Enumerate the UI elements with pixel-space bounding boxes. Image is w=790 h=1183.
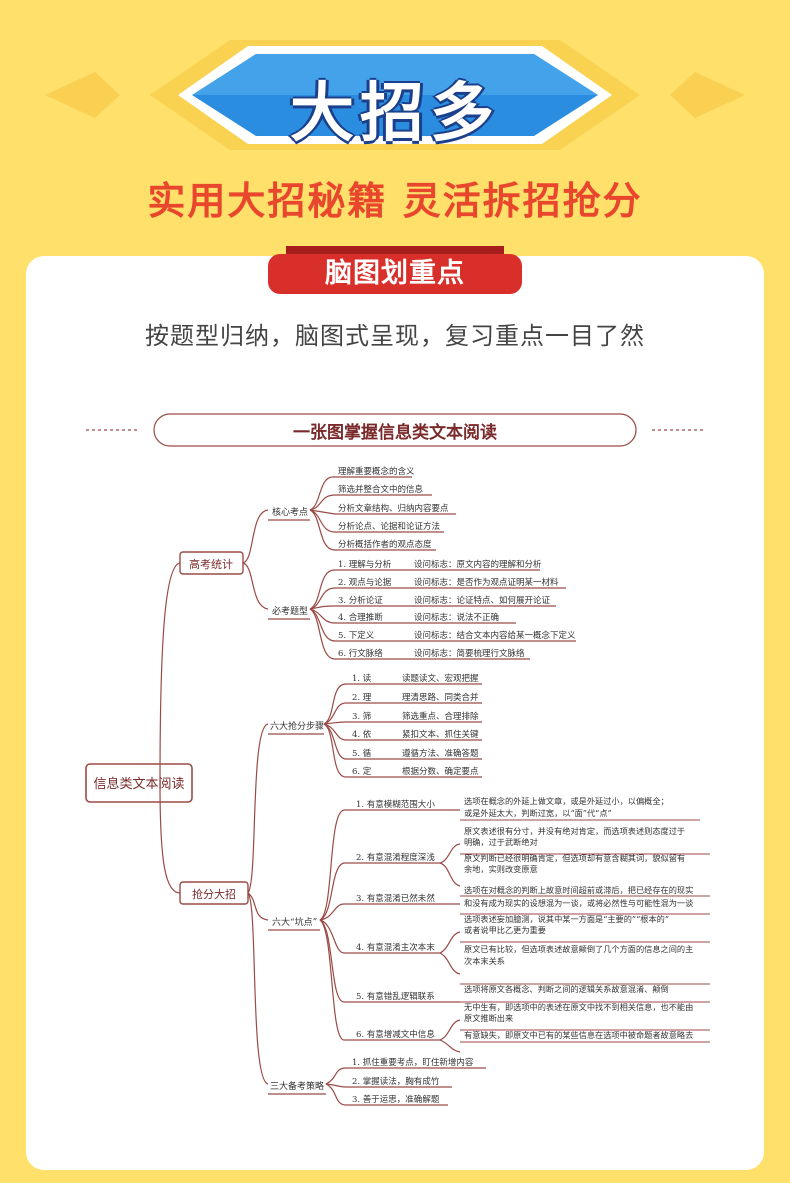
- trap-item-name: 4. 有意混淆主次本末: [356, 942, 435, 953]
- must-label: 必考题型: [272, 605, 308, 617]
- core-item: 分析文章结构、归纳内容要点: [338, 503, 449, 514]
- must-item-name: 2. 观点与论据: [338, 577, 392, 588]
- trap-note: 选项表述妄加臆测，说其中某一方面是“主要的”“根本的”: [464, 914, 669, 924]
- root-to-qiangfen: [159, 783, 181, 894]
- must-item-sign: 设问标志：简要梳理行文脉络: [414, 648, 525, 659]
- trap-note: 次本末关系: [464, 956, 505, 966]
- strategy-item: 1. 抓住重要考点，盯住新增内容: [352, 1057, 474, 1068]
- core-item: 理解重要概念的含义: [338, 466, 415, 477]
- notes-underlines: [460, 819, 710, 1043]
- must-item-name: 4. 合理推断: [338, 612, 383, 623]
- trap-note: 选项在对概念的判断上故意时间超前或滞后，把已经存在的现实: [464, 885, 693, 895]
- must-item-sign: 设问标志：说法不正确: [414, 612, 499, 623]
- trap-note: 明确，过于武断绝对: [464, 837, 538, 847]
- gaokao-box: [179, 551, 244, 575]
- strategy-label: 三大备考策略: [270, 1080, 324, 1092]
- step-item-desc: 筛选重点、合理排除: [402, 711, 479, 722]
- trap-note: 无中生有，即选项中的表述在原文中找不到相关信息，也不能由: [464, 1002, 693, 1012]
- strategy-item: 3. 善于运思，准确解题: [352, 1094, 440, 1105]
- core-item: 分析概括作者的观点态度: [338, 539, 432, 550]
- card-subtitle: 按题型归纳，脑图式呈现，复习重点一目了然: [145, 322, 645, 350]
- step-item-desc: 读题读文、宏观把握: [402, 673, 479, 684]
- step-item-name: 6. 定: [352, 766, 372, 777]
- step-item-desc: 紧扣文本、抓住关键: [402, 729, 479, 740]
- core-item: 分析论点、论据和论证方法: [338, 521, 440, 532]
- branch-qiangfen: 抢分大招: [192, 887, 236, 901]
- steps-connectors: [323, 683, 482, 778]
- trap-note: 有意缺失，即原文中已有的某些信息在选项中被命题者故意略去: [464, 1030, 693, 1040]
- section-tab-shape: [268, 246, 522, 294]
- trap-item-name: 6. 有意增减文中信息: [356, 1029, 435, 1040]
- must-item-name: 5. 下定义: [338, 630, 375, 641]
- mindmap-leaves: 理解重要概念的含义筛选并整合文中的信息分析文章结构、归纳内容要点分析论点、论据和…: [338, 466, 693, 1105]
- trap-item-name: 3. 有意混淆已然未然: [356, 893, 435, 904]
- trap-note: 原文判断已经很明确肯定，但选项却有意含糊其词，貌似留有: [464, 853, 685, 863]
- step-item-name: 1. 读: [352, 673, 372, 684]
- qiangfen-to-traps: [247, 892, 269, 921]
- root-label: 信息类文本阅读: [93, 776, 184, 792]
- trap-note: 和没有成为现实的设想混为一谈，或将必然性与可能性混为一谈: [464, 898, 693, 908]
- step-item-name: 5. 循: [352, 748, 372, 759]
- root-box: [85, 763, 193, 803]
- trap-note: 原文表述很有分寸，并没有绝对肯定，而选项表述则态度过于: [464, 826, 685, 836]
- left-diamond-deco: [45, 72, 120, 118]
- root-to-gaokao: [159, 562, 181, 785]
- slogan: 实用大招秘籍 灵活拆招抢分: [147, 179, 643, 223]
- title-frame: [153, 413, 637, 447]
- hero-title: 大招多: [290, 77, 500, 151]
- section-tab-label: 脑图划重点: [325, 258, 465, 289]
- must-item-name: 3. 分析论证: [338, 595, 383, 606]
- strategy-connectors: [325, 1067, 486, 1106]
- core-item: 筛选并整合文中的信息: [338, 484, 424, 495]
- step-item-desc: 遵循方法、准确答题: [402, 748, 479, 759]
- hero-banner: 大招多: [0, 0, 790, 160]
- step-item-desc: 根据分数、确定要点: [402, 766, 479, 777]
- must-connectors: [309, 569, 576, 660]
- mindmap-title: 一张图掌握信息类文本阅读: [293, 422, 497, 443]
- trap-item-name: 1. 有意模糊范围大小: [356, 799, 435, 810]
- qiangfen-to-strategy: [247, 892, 269, 1085]
- traps-connectors: [319, 809, 461, 1053]
- trap-note: 选项将原文各概念、判断之间的逻辑关系故意混淆、颠倒: [464, 984, 669, 994]
- must-item-sign: 设问标志：论证特点、如何展开论证: [414, 595, 551, 606]
- steps-label: 六大抢分步骤: [270, 720, 324, 732]
- must-item-name: 6. 行文脉络: [338, 648, 383, 659]
- must-item-name: 1. 理解与分析: [338, 559, 392, 570]
- banner-highlight: [192, 54, 598, 95]
- branch-gaokao: 高考统计: [189, 557, 233, 571]
- trap-note: 或者说甲比乙更为重要: [464, 925, 546, 935]
- hero-banner-shape: [45, 40, 745, 150]
- mindmap-connectors: [85, 413, 710, 1106]
- must-item-sign: 设问标志：原文内容的理解和分析: [414, 559, 542, 570]
- step-item-name: 4. 依: [352, 729, 372, 740]
- gaokao-to-core: [242, 509, 269, 564]
- step-item-name: 2. 理: [352, 693, 372, 703]
- trap-note: 原文已有比较，但选项表述故意颠倒了几个方面的信息之间的主: [464, 944, 693, 954]
- trap-item-name: 5. 有意错乱逻辑联系: [356, 991, 435, 1002]
- must-item-sign: 设问标志：是否作为观点证明某一材料: [414, 577, 559, 588]
- gaokao-to-must: [242, 562, 269, 610]
- qiangfen-to-steps: [247, 723, 269, 894]
- trap-note: 原文推断出来: [464, 1013, 513, 1023]
- core-label: 核心考点: [272, 506, 308, 518]
- trap-note: 余地，实则改变原意: [464, 864, 538, 874]
- trap-note: 选项在概念的外延上做文章，或是外延过小，以偏概全；: [464, 796, 669, 806]
- qiangfen-box: [179, 881, 249, 905]
- right-diamond-deco: [670, 72, 745, 118]
- core-connectors: [309, 476, 456, 551]
- must-item-sign: 设问标志：结合文本内容给某一概念下定义: [414, 630, 576, 641]
- trap-note: 或是外延太大，判断过宽，以“面”代“点”: [464, 808, 612, 818]
- trap-item-name: 2. 有意混淆程度深浅: [356, 852, 435, 863]
- content-card: [26, 256, 764, 1170]
- traps-label: 六大“坑点”: [272, 916, 317, 928]
- step-item-name: 3. 筛: [352, 711, 372, 722]
- strategy-item: 2. 掌握读法，胸有成竹: [352, 1076, 440, 1087]
- step-item-desc: 理清思路、同类合并: [402, 692, 479, 703]
